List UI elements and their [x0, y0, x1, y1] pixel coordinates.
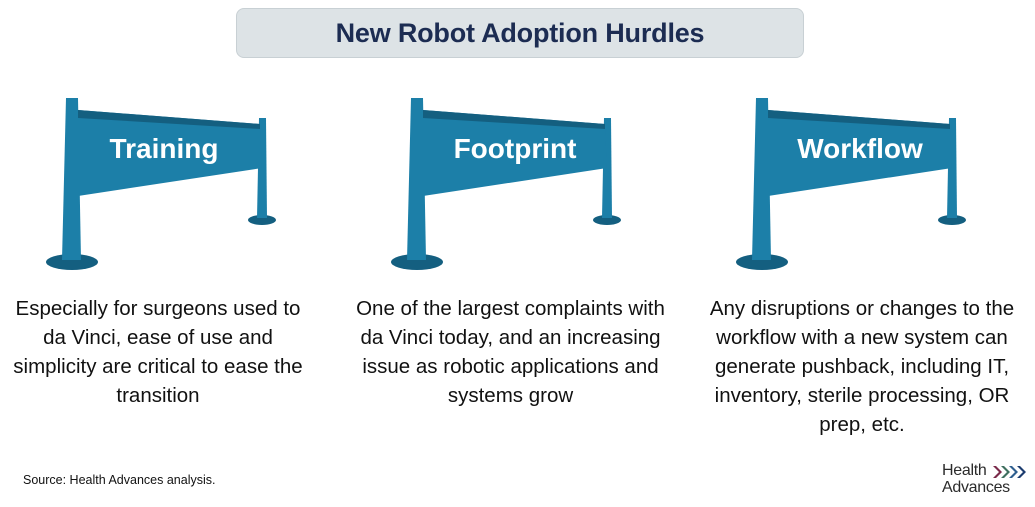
hurdle-description: Especially for surgeons used to da Vinci…	[13, 297, 303, 407]
hurdle-workflow: Workflow Any disruptions or changes to t…	[688, 92, 1028, 436]
flag-banner-icon: Workflow	[736, 98, 966, 270]
flag-label: Workflow	[797, 133, 923, 164]
flag-label: Footprint	[454, 133, 577, 164]
flag-banner-icon: Training	[46, 98, 276, 270]
hurdle-description: Any disruptions or changes to the workfl…	[709, 297, 1015, 436]
source-note: Source: Health Advances analysis.	[23, 473, 216, 487]
logo-text-line2: Advances	[942, 479, 1010, 496]
logo-text-line1: Health	[942, 462, 987, 479]
flag-label: Training	[110, 133, 219, 164]
chevron-arrows-icon	[993, 466, 1026, 478]
hurdle-training: Training Especially for surgeons used to…	[0, 92, 338, 412]
page-title: New Robot Adoption Hurdles	[335, 17, 705, 48]
hurdle-footprint: Footprint One of the largest complaints …	[343, 92, 683, 412]
health-advances-logo: Health Advances	[942, 462, 1032, 502]
flag-banner-icon: Footprint	[391, 98, 621, 270]
hurdle-description: One of the largest complaints with da Vi…	[356, 297, 665, 407]
title-box: New Robot Adoption Hurdles	[236, 8, 804, 58]
